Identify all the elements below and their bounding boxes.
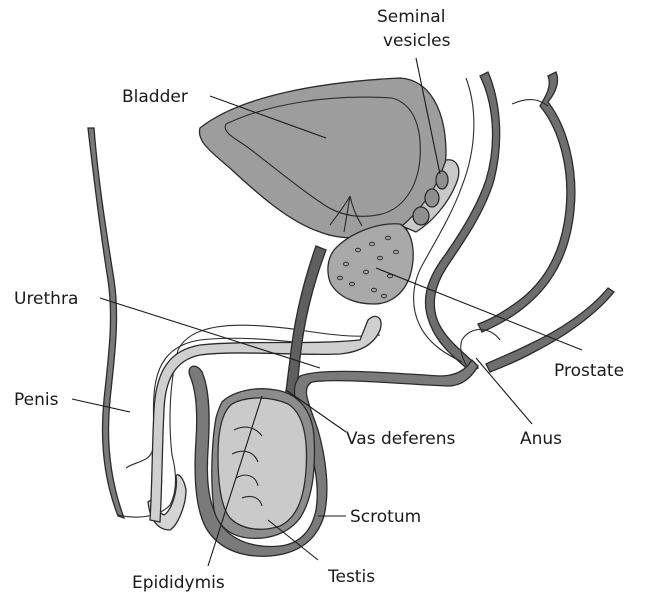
label-testis: Testis: [327, 567, 375, 587]
label-prostate: Prostate: [554, 361, 624, 381]
penis-leader: [72, 399, 130, 412]
prostate-leader: [376, 268, 582, 350]
bladder-wall: [199, 78, 446, 238]
seminal-vesicle-2: [425, 189, 439, 207]
abdominal-wall: [88, 128, 124, 518]
seminal-vesicle-3: [413, 207, 429, 225]
label-epididymis: Epididymis: [132, 573, 225, 593]
label-urethra: Urethra: [14, 289, 78, 309]
label-scrotum: Scrotum: [350, 507, 421, 527]
label-seminal-vesicles-line2: vesicles: [383, 31, 451, 51]
seminal-vesicle-1: [436, 171, 448, 189]
label-vas-deferens: Vas deferens: [346, 429, 456, 449]
label-bladder: Bladder: [122, 87, 188, 107]
label-penis: Penis: [14, 390, 59, 410]
urethra-leader: [100, 298, 320, 368]
label-seminal-vesicles-line1: Seminal: [377, 7, 445, 27]
testis: [218, 398, 306, 529]
anus-leader: [476, 358, 532, 424]
label-anus: Anus: [520, 429, 562, 449]
anal-canal: [486, 288, 614, 372]
